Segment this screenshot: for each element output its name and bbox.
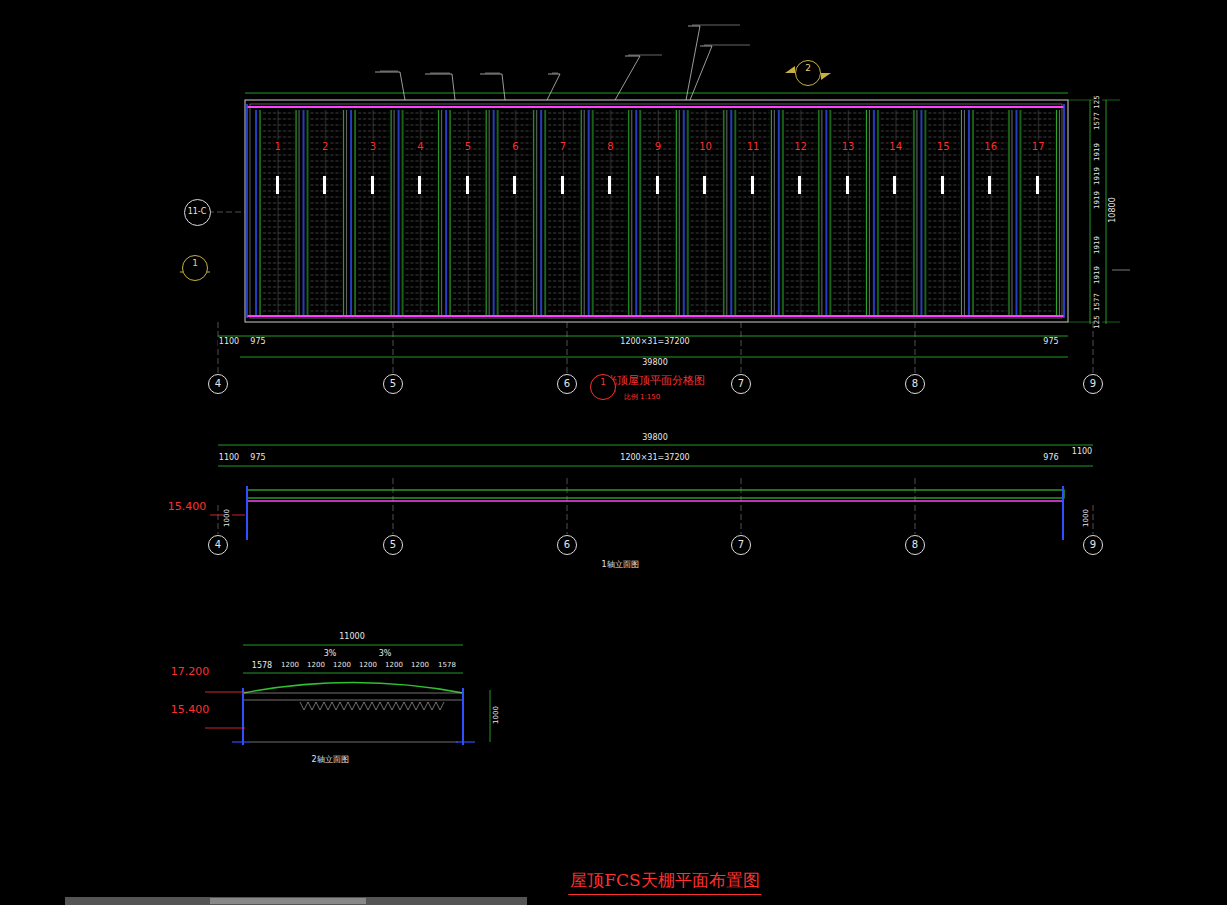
drawing-label: 15.400 (167, 501, 208, 513)
drawing-label: 1200×31=37200 (619, 454, 690, 463)
drawing-label: 1000 (493, 705, 501, 725)
axis-bubble: 7 (731, 374, 751, 394)
drawing-label: 11 (746, 141, 761, 152)
drawing-label: 17 (1031, 141, 1046, 152)
bubble-text: 2 (805, 64, 811, 73)
axis-bubble: 8 (905, 535, 925, 555)
drawing-label: 1轴立面图 (600, 561, 639, 570)
drawing-label: 1578 (437, 662, 457, 670)
axis-bubble: 9 (1083, 535, 1103, 555)
bubble-text: 7 (738, 379, 744, 389)
drawing-label: 1200 (306, 662, 326, 670)
axis-bubble: 9 (1083, 374, 1103, 394)
drawing-label: 1200 (358, 662, 378, 670)
drawing-label: 15 (936, 141, 951, 152)
drawing-label: 125 (1094, 314, 1102, 329)
drawing-label: 12 (793, 141, 808, 152)
drawing-label: 1200 (280, 662, 300, 670)
drawing-label: 1 (274, 141, 282, 152)
bubble-text: 1 (192, 259, 198, 268)
drawing-label: 1000 (1083, 508, 1091, 528)
bubble-text: 5 (390, 540, 396, 550)
drawing-label: 6 (511, 141, 519, 152)
drawing-title: 屋顶FCS天棚平面布置图 (568, 869, 761, 895)
bubble-text: 9 (1090, 379, 1096, 389)
drawing-label: 125 (1094, 94, 1102, 109)
drawing-label: 7 (559, 141, 567, 152)
drawing-label: 15.400 (170, 704, 211, 716)
section-marker: 1 (182, 255, 208, 281)
drawing-label: 1100 (218, 338, 240, 347)
drawing-label: 1000 (224, 508, 232, 528)
drawing-label: 1919 (1094, 235, 1102, 255)
bubble-text: 6 (564, 540, 570, 550)
drawing-label: 1100 (1071, 448, 1093, 457)
drawing-label: 975 (1042, 338, 1059, 347)
drawing-label: 3% (323, 650, 338, 659)
drawing-label: 2轴立面图 (310, 756, 349, 765)
bubble-text: 6 (564, 379, 570, 389)
axis-bubble: 11-C (184, 199, 211, 226)
drawing-label: 1200 (332, 662, 352, 670)
drawing-label: 1100 (218, 454, 240, 463)
bubble-text: 1 (600, 378, 606, 387)
axis-bubble: 8 (905, 374, 925, 394)
drawing-label: 17.200 (170, 666, 211, 678)
axis-bubble: 4 (208, 374, 228, 394)
drawing-label: 39800 (641, 434, 668, 443)
bubble-text: 5 (390, 379, 396, 389)
drawing-label: 1578 (251, 662, 273, 671)
drawing-label: 16 (983, 141, 998, 152)
section-marker: 2 (795, 60, 821, 86)
drawing-label: 10 (698, 141, 713, 152)
bubble-text: 8 (912, 540, 918, 550)
drawing-label: 1200 (410, 662, 430, 670)
drawing-label: 4 (416, 141, 424, 152)
drawing-label: 975 (249, 338, 266, 347)
axis-bubble: 7 (731, 535, 751, 555)
axis-bubble: 5 (383, 535, 403, 555)
axis-bubble: 6 (557, 374, 577, 394)
drawing-label: 比例 1:150 (623, 394, 661, 402)
drawing-label: 1200×31=37200 (619, 338, 690, 347)
drawing-label: 9 (654, 141, 662, 152)
axis-bubble: 6 (557, 535, 577, 555)
drawing-label: 10800 (1109, 196, 1118, 223)
drawing-label: 13 (841, 141, 856, 152)
drawing-label: 975 (249, 454, 266, 463)
drawing-label: 39800 (641, 359, 668, 368)
bubble-text: 8 (912, 379, 918, 389)
drawing-label: 1577 (1094, 111, 1102, 131)
drawing-label: 14 (888, 141, 903, 152)
drawing-label: 976 (1042, 454, 1059, 463)
drawing-label: 3% (378, 650, 393, 659)
bubble-text: 4 (215, 379, 221, 389)
drawing-label: 1919 (1094, 142, 1102, 162)
drawing-label: 8 (606, 141, 614, 152)
bubble-text: 11-C (188, 208, 207, 216)
bubble-text: 4 (215, 540, 221, 550)
axis-bubble: 4 (208, 535, 228, 555)
drawing-label: 1919 (1094, 265, 1102, 285)
bubble-text: 9 (1090, 540, 1096, 550)
axis-bubble: 5 (383, 374, 403, 394)
drawing-label: 3 (369, 141, 377, 152)
drawing-label: 1577 (1094, 292, 1102, 312)
drawing-label: 2 (321, 141, 329, 152)
drawing-label: 1919 (1094, 190, 1102, 210)
bubble-text: 7 (738, 540, 744, 550)
drawing-label: 11000 (338, 633, 365, 642)
section-marker: 1 (590, 374, 616, 400)
drawing-label: 1919 (1094, 166, 1102, 186)
drawing-label: 1200 (384, 662, 404, 670)
drawing-label: 5 (464, 141, 472, 152)
